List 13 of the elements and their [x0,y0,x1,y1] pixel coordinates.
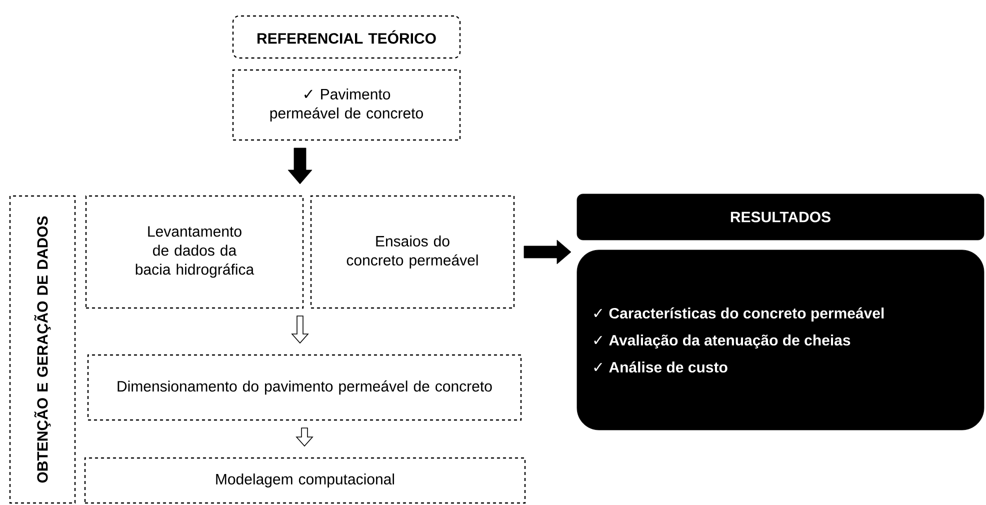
results-box: ✓ Características do concreto permeável ✓ Avaliação da atenuação de cheias ✓ Análise de custo [576,250,984,430]
arrow [524,240,572,264]
process-box: Levantamento de dados da bacia hidrográfica [85,195,304,309]
process-box: ✓ Pavimento permeável de concreto [232,69,461,141]
arrow [291,316,309,344]
process-box: Ensaios do concreto permeável [310,195,515,309]
process-box: Dimensionamento do pavimento permeável de concreto [87,354,522,421]
arrow [288,148,312,184]
section-band: OBTENÇÃO E GERAÇÃO DE DADOS [9,195,76,504]
heading-box: RESULTADOS [576,194,984,240]
arrow [296,428,314,447]
heading-box: REFERENCIAL TEÓRICO [232,15,461,59]
process-box: Modelagem computacional [84,457,526,504]
